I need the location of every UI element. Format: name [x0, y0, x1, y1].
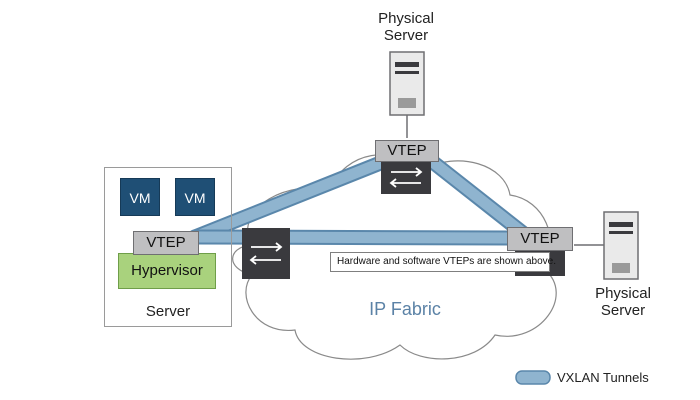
physical-server-right-label: Physical Server [582, 285, 664, 319]
switch-icon [242, 228, 290, 279]
tunnel-legend-icon [515, 370, 551, 385]
hypervisor-box: Hypervisor [118, 253, 216, 289]
physical-server-top-line1: Physical [378, 10, 434, 27]
physical-server-top-label: Physical Server [366, 10, 446, 44]
vm-box-1: VM [120, 178, 160, 216]
switch-icon [381, 160, 431, 194]
vtep-right: VTEP [507, 227, 573, 251]
tooltip: Hardware and software VTEPs are shown ab… [330, 252, 556, 272]
vtep-left: VTEP [133, 231, 199, 255]
physical-server-icon [574, 211, 639, 280]
physical-server-icon [389, 51, 425, 138]
ip-fabric-label: IP Fabric [369, 299, 441, 319]
physical-server-right-line1: Physical [595, 285, 651, 302]
vtep-top: VTEP [375, 140, 439, 162]
vm-box-2: VM [175, 178, 215, 216]
server-box [104, 167, 232, 327]
server-label: Server [145, 303, 191, 320]
physical-server-right-line2: Server [600, 302, 646, 319]
legend-vxlan-tunnels-label: VXLAN Tunnels [557, 370, 649, 385]
vxlan-tunnels [187, 144, 536, 246]
physical-server-top-line2: Server [383, 27, 429, 44]
